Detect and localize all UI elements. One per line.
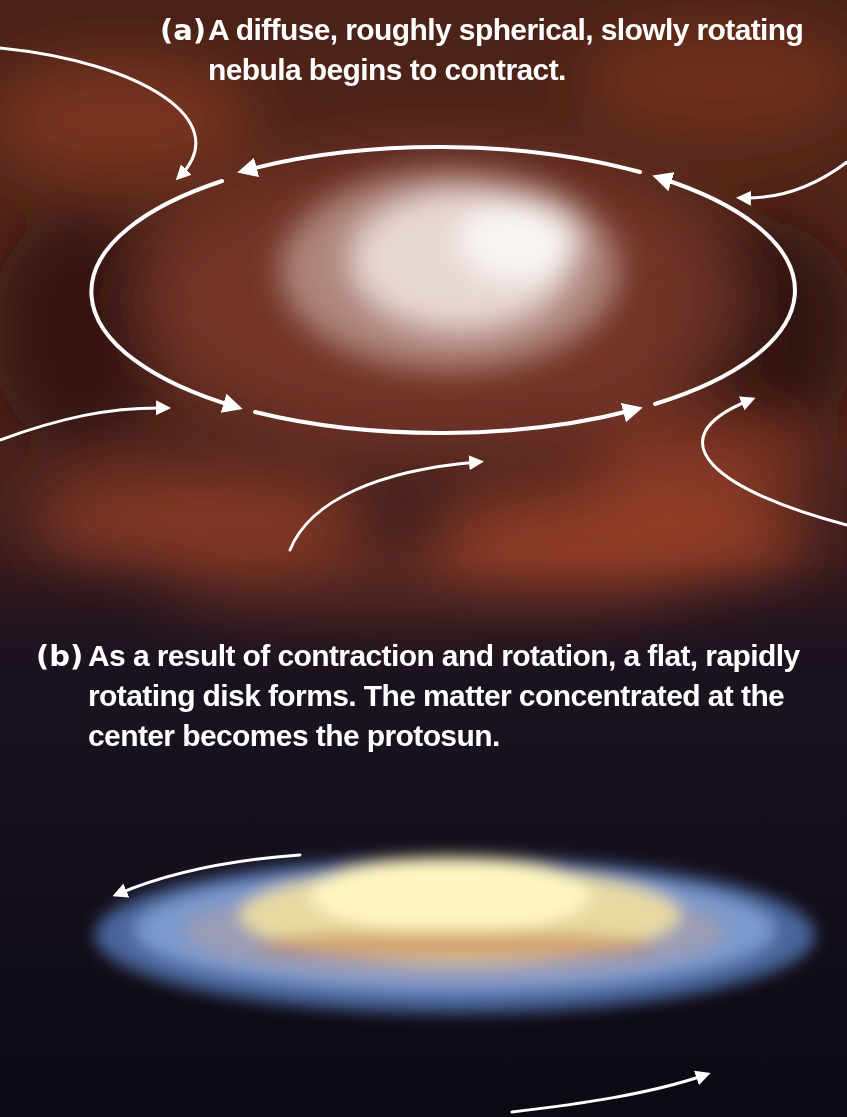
nebula-clouds bbox=[0, 20, 847, 640]
panel-letter: (b) bbox=[36, 636, 90, 676]
nebula-core bbox=[280, 170, 620, 370]
inflow-arrows bbox=[0, 48, 847, 550]
panel-caption: A diffuse, roughly spherical, slowly rot… bbox=[208, 10, 808, 90]
panel-caption: As a result of contraction and rotation,… bbox=[88, 636, 833, 756]
panel-letter: (a) bbox=[160, 10, 210, 50]
disk-rotation-arrows bbox=[118, 855, 705, 1112]
rotation-arrows bbox=[91, 147, 795, 433]
space-background bbox=[0, 560, 847, 1117]
protoplanetary-disk bbox=[95, 857, 815, 1013]
